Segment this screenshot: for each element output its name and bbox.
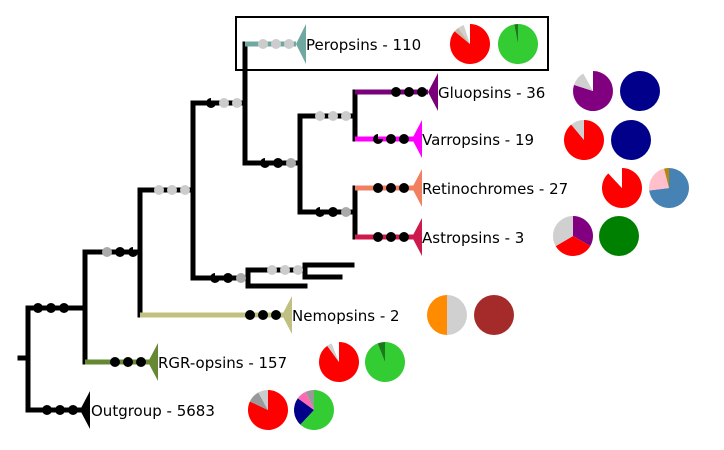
pie-nemopsins-1-slice-0	[447, 295, 467, 335]
pie-outgroup-1	[248, 390, 289, 430]
pie-peropsins-1-slice-3	[463, 24, 470, 44]
pie-retinochromes-2	[649, 168, 689, 209]
triangle-varropsins	[412, 120, 422, 158]
label-retinochromes: Retinochromes - 27	[422, 180, 568, 198]
pie-peropsins-1-slice-1	[454, 27, 470, 44]
clade-triangles	[80, 24, 438, 429]
pie-nemopsins-2-slice-0	[474, 295, 514, 335]
pie-gluopsins-1-slice-2	[583, 71, 593, 91]
support-circles	[33, 39, 427, 415]
triangle-astropsins	[412, 218, 422, 256]
pie-outgroup-2-slice-0	[300, 390, 335, 431]
triangle-gluopsins	[428, 73, 438, 111]
pie-nemopsins-1	[427, 295, 467, 335]
pie-gluopsins-1-slice-1	[573, 73, 593, 91]
pie-retinochromes-2-slice-2	[664, 168, 669, 188]
pie-outgroup-1-slice-2	[258, 390, 268, 410]
pie-charts	[248, 24, 689, 431]
pie-outgroup-1-slice-1	[249, 392, 268, 410]
pie-astropsins-1-slice-1	[555, 236, 591, 257]
pie-rgr-1-slice-2	[331, 342, 339, 362]
pie-varropsins-1	[564, 120, 604, 160]
pie-varropsins-1-slice-1	[571, 120, 584, 140]
pie-gluopsins-1	[573, 71, 614, 111]
triangle-outgroup	[80, 391, 90, 429]
label-astropsins: Astropsins - 3	[422, 229, 524, 247]
pie-outgroup-2-slice-1	[293, 398, 314, 425]
pie-outgroup-2	[293, 390, 335, 431]
pie-peropsins-2	[498, 24, 538, 65]
pie-peropsins-2-slice-0	[498, 24, 538, 65]
label-peropsins: Peropsins - 110	[306, 36, 421, 54]
pie-peropsins-2-slice-1	[514, 24, 518, 44]
pie-retinochromes-1-slice-1	[608, 168, 622, 188]
pie-astropsins-1	[553, 216, 593, 257]
pie-rgr-2-slice-1	[377, 342, 385, 362]
pie-rgr-2-slice-0	[365, 342, 405, 382]
pie-retinochromes-2-slice-0	[649, 168, 689, 209]
peropsins-highlight-box	[235, 16, 549, 71]
label-varropsins: Varropsins - 19	[422, 131, 534, 149]
pie-astropsins-1-slice-2	[553, 216, 573, 247]
pie-rgr-1-slice-1	[327, 343, 339, 362]
pie-gluopsins-2-slice-0	[620, 71, 660, 111]
pie-nemopsins-1-slice-1	[427, 295, 447, 335]
label-outgroup: Outgroup - 5683	[91, 402, 215, 420]
triangle-peropsins	[296, 24, 306, 64]
pie-astropsins-2-slice-0	[599, 216, 639, 256]
pie-outgroup-2-slice-2	[297, 391, 314, 410]
pie-peropsins-1-slice-2	[458, 24, 470, 44]
pie-retinochromes-2-slice-1	[649, 168, 669, 191]
pie-astropsins-2	[599, 216, 639, 256]
triangle-rgr	[148, 343, 158, 381]
pie-rgr-1	[319, 342, 360, 383]
label-gluopsins: Gluopsins - 36	[438, 84, 545, 102]
pie-outgroup-1-slice-0	[248, 390, 289, 430]
pie-astropsins-1-slice-0	[573, 216, 593, 246]
pie-outgroup-2-slice-3	[305, 390, 314, 410]
pie-retinochromes-1	[602, 168, 643, 209]
pie-varropsins-2	[611, 120, 651, 160]
triangle-retinochromes	[412, 169, 422, 207]
pie-peropsins-1	[449, 24, 490, 64]
triangle-nemopsins	[282, 296, 292, 334]
pie-peropsins-1-slice-0	[449, 24, 490, 64]
pie-nemopsins-2	[474, 295, 514, 335]
clade-labels: Peropsins - 110 Gluopsins - 36 Varropsin…	[91, 36, 568, 420]
pie-varropsins-2-slice-0	[611, 120, 651, 160]
pie-rgr-1-slice-0	[319, 342, 360, 383]
pie-rgr-2	[365, 342, 405, 382]
label-nemopsins: Nemopsins - 2	[292, 307, 400, 325]
pie-gluopsins-2	[620, 71, 660, 111]
label-rgr-opsins: RGR-opsins - 157	[158, 354, 287, 372]
pie-retinochromes-1-slice-0	[602, 168, 643, 209]
